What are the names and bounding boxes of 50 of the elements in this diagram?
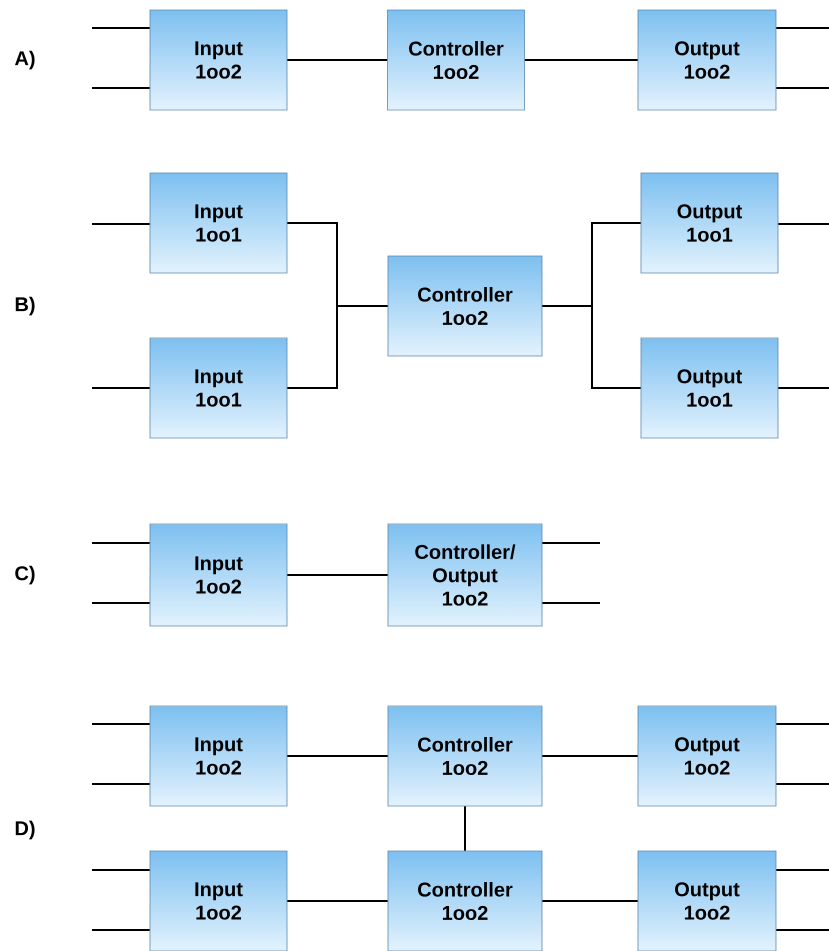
connector-line	[287, 59, 388, 61]
connector-line	[542, 305, 641, 389]
connector-line	[92, 783, 150, 785]
process-box: Controller/ Output 1oo2	[388, 524, 542, 626]
connector-line	[92, 723, 150, 725]
process-box: Input 1oo2	[150, 706, 288, 806]
connector-line	[92, 387, 150, 389]
connector-line	[776, 783, 829, 785]
connector-line	[92, 27, 150, 30]
process-box: Controller 1oo2	[388, 850, 542, 951]
process-box: Input 1oo2	[150, 10, 288, 110]
connector-line	[542, 755, 638, 757]
row-label: D)	[16, 820, 35, 840]
connector-line	[778, 223, 829, 225]
connector-line	[287, 305, 388, 389]
process-box: Controller 1oo2	[387, 10, 525, 110]
connector-line	[92, 87, 150, 89]
connector-line	[776, 869, 829, 871]
row-label: C)	[15, 566, 35, 584]
row-label: B)	[16, 296, 35, 316]
connector-line	[542, 602, 600, 604]
connector-line	[92, 542, 150, 544]
connector-line	[778, 387, 829, 389]
connector-line	[287, 900, 388, 902]
connector-line	[92, 602, 150, 604]
process-box: Input 1oo2	[150, 850, 288, 951]
process-box: Output 1oo2	[638, 706, 776, 806]
connector-line	[776, 723, 829, 725]
connector-line	[542, 900, 638, 902]
connector-line	[464, 806, 466, 851]
process-box: Input 1oo1	[150, 172, 288, 274]
process-box: Input 1oo1	[150, 338, 288, 438]
connector-line	[92, 223, 150, 225]
connector-line	[287, 574, 388, 576]
process-box: Input 1oo2	[150, 524, 288, 626]
connector-line	[524, 59, 638, 61]
connector-line	[776, 87, 829, 89]
connector-line	[776, 929, 829, 931]
connector-line	[542, 542, 600, 544]
connector-line	[287, 755, 388, 757]
process-box: Output 1oo2	[638, 850, 776, 951]
process-box: Output 1oo1	[640, 172, 778, 274]
connector-line	[92, 929, 150, 931]
process-box: Controller 1oo2	[388, 706, 542, 806]
process-box: Output 1oo2	[638, 10, 776, 110]
row-label: A)	[14, 50, 35, 70]
connector-line	[92, 869, 150, 871]
process-box: Controller 1oo2	[388, 256, 542, 356]
process-box: Output 1oo1	[640, 338, 778, 438]
connector-line	[776, 27, 829, 30]
